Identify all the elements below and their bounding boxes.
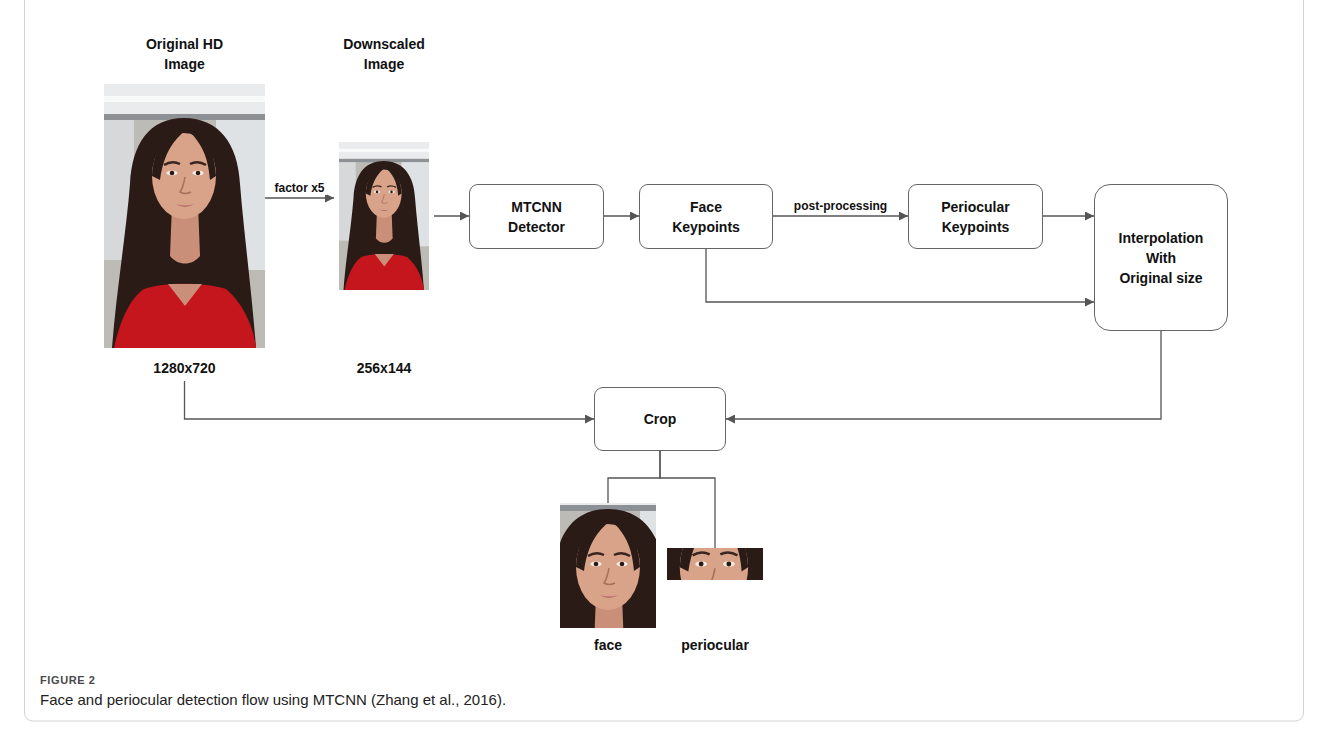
connector: [185, 381, 595, 419]
connector: [265, 197, 334, 198]
box-label: Periocular Keypoints: [931, 197, 1021, 237]
process-box: MTCNN Detector: [469, 184, 604, 249]
edge-label: post-processing: [792, 199, 889, 213]
image-caption: 1280x720: [74, 358, 295, 378]
process-box: Interpolation With Original size: [1094, 184, 1228, 331]
figure-frame: [25, 0, 1304, 721]
original-photo: [104, 84, 265, 348]
connector: [608, 451, 660, 503]
box-label: Interpolation With Original size: [1118, 228, 1204, 288]
connector: [773, 215, 908, 216]
image-caption: 256x144: [304, 358, 464, 378]
box-label: Face Keypoints: [666, 197, 746, 237]
image-panel: face: [556, 503, 660, 655]
image-title: Original HD Image: [130, 34, 240, 74]
figure-number: FIGURE 2: [40, 674, 96, 686]
connector: [726, 331, 1161, 419]
process-box: Periocular Keypoints: [908, 184, 1043, 249]
box-label: Crop: [644, 409, 677, 429]
image-panel: Original HD Image1280x720: [104, 34, 265, 378]
edge-label: factor x5: [272, 181, 326, 195]
photo: [528, 475, 689, 739]
connector: [604, 215, 639, 216]
connector: [434, 215, 469, 216]
face-crop-photo: [528, 475, 689, 739]
process-box: Face Keypoints: [639, 184, 773, 249]
image-caption: periocular: [630, 635, 800, 655]
image-panel: periocular: [660, 548, 770, 655]
connector: [1043, 215, 1094, 216]
image-title: Downscaled Image: [334, 34, 434, 74]
downscaled-photo: [339, 142, 429, 290]
connector: [706, 249, 1094, 302]
image-panel: Downscaled Image256x144: [334, 34, 434, 378]
box-label: MTCNN Detector: [492, 197, 582, 237]
figure-caption: Face and periocular detection flow using…: [40, 691, 1280, 708]
connector: [660, 451, 715, 548]
photo: [104, 84, 265, 348]
photo: [339, 142, 429, 290]
image-caption: face: [526, 635, 690, 655]
process-box: Crop: [594, 387, 726, 451]
